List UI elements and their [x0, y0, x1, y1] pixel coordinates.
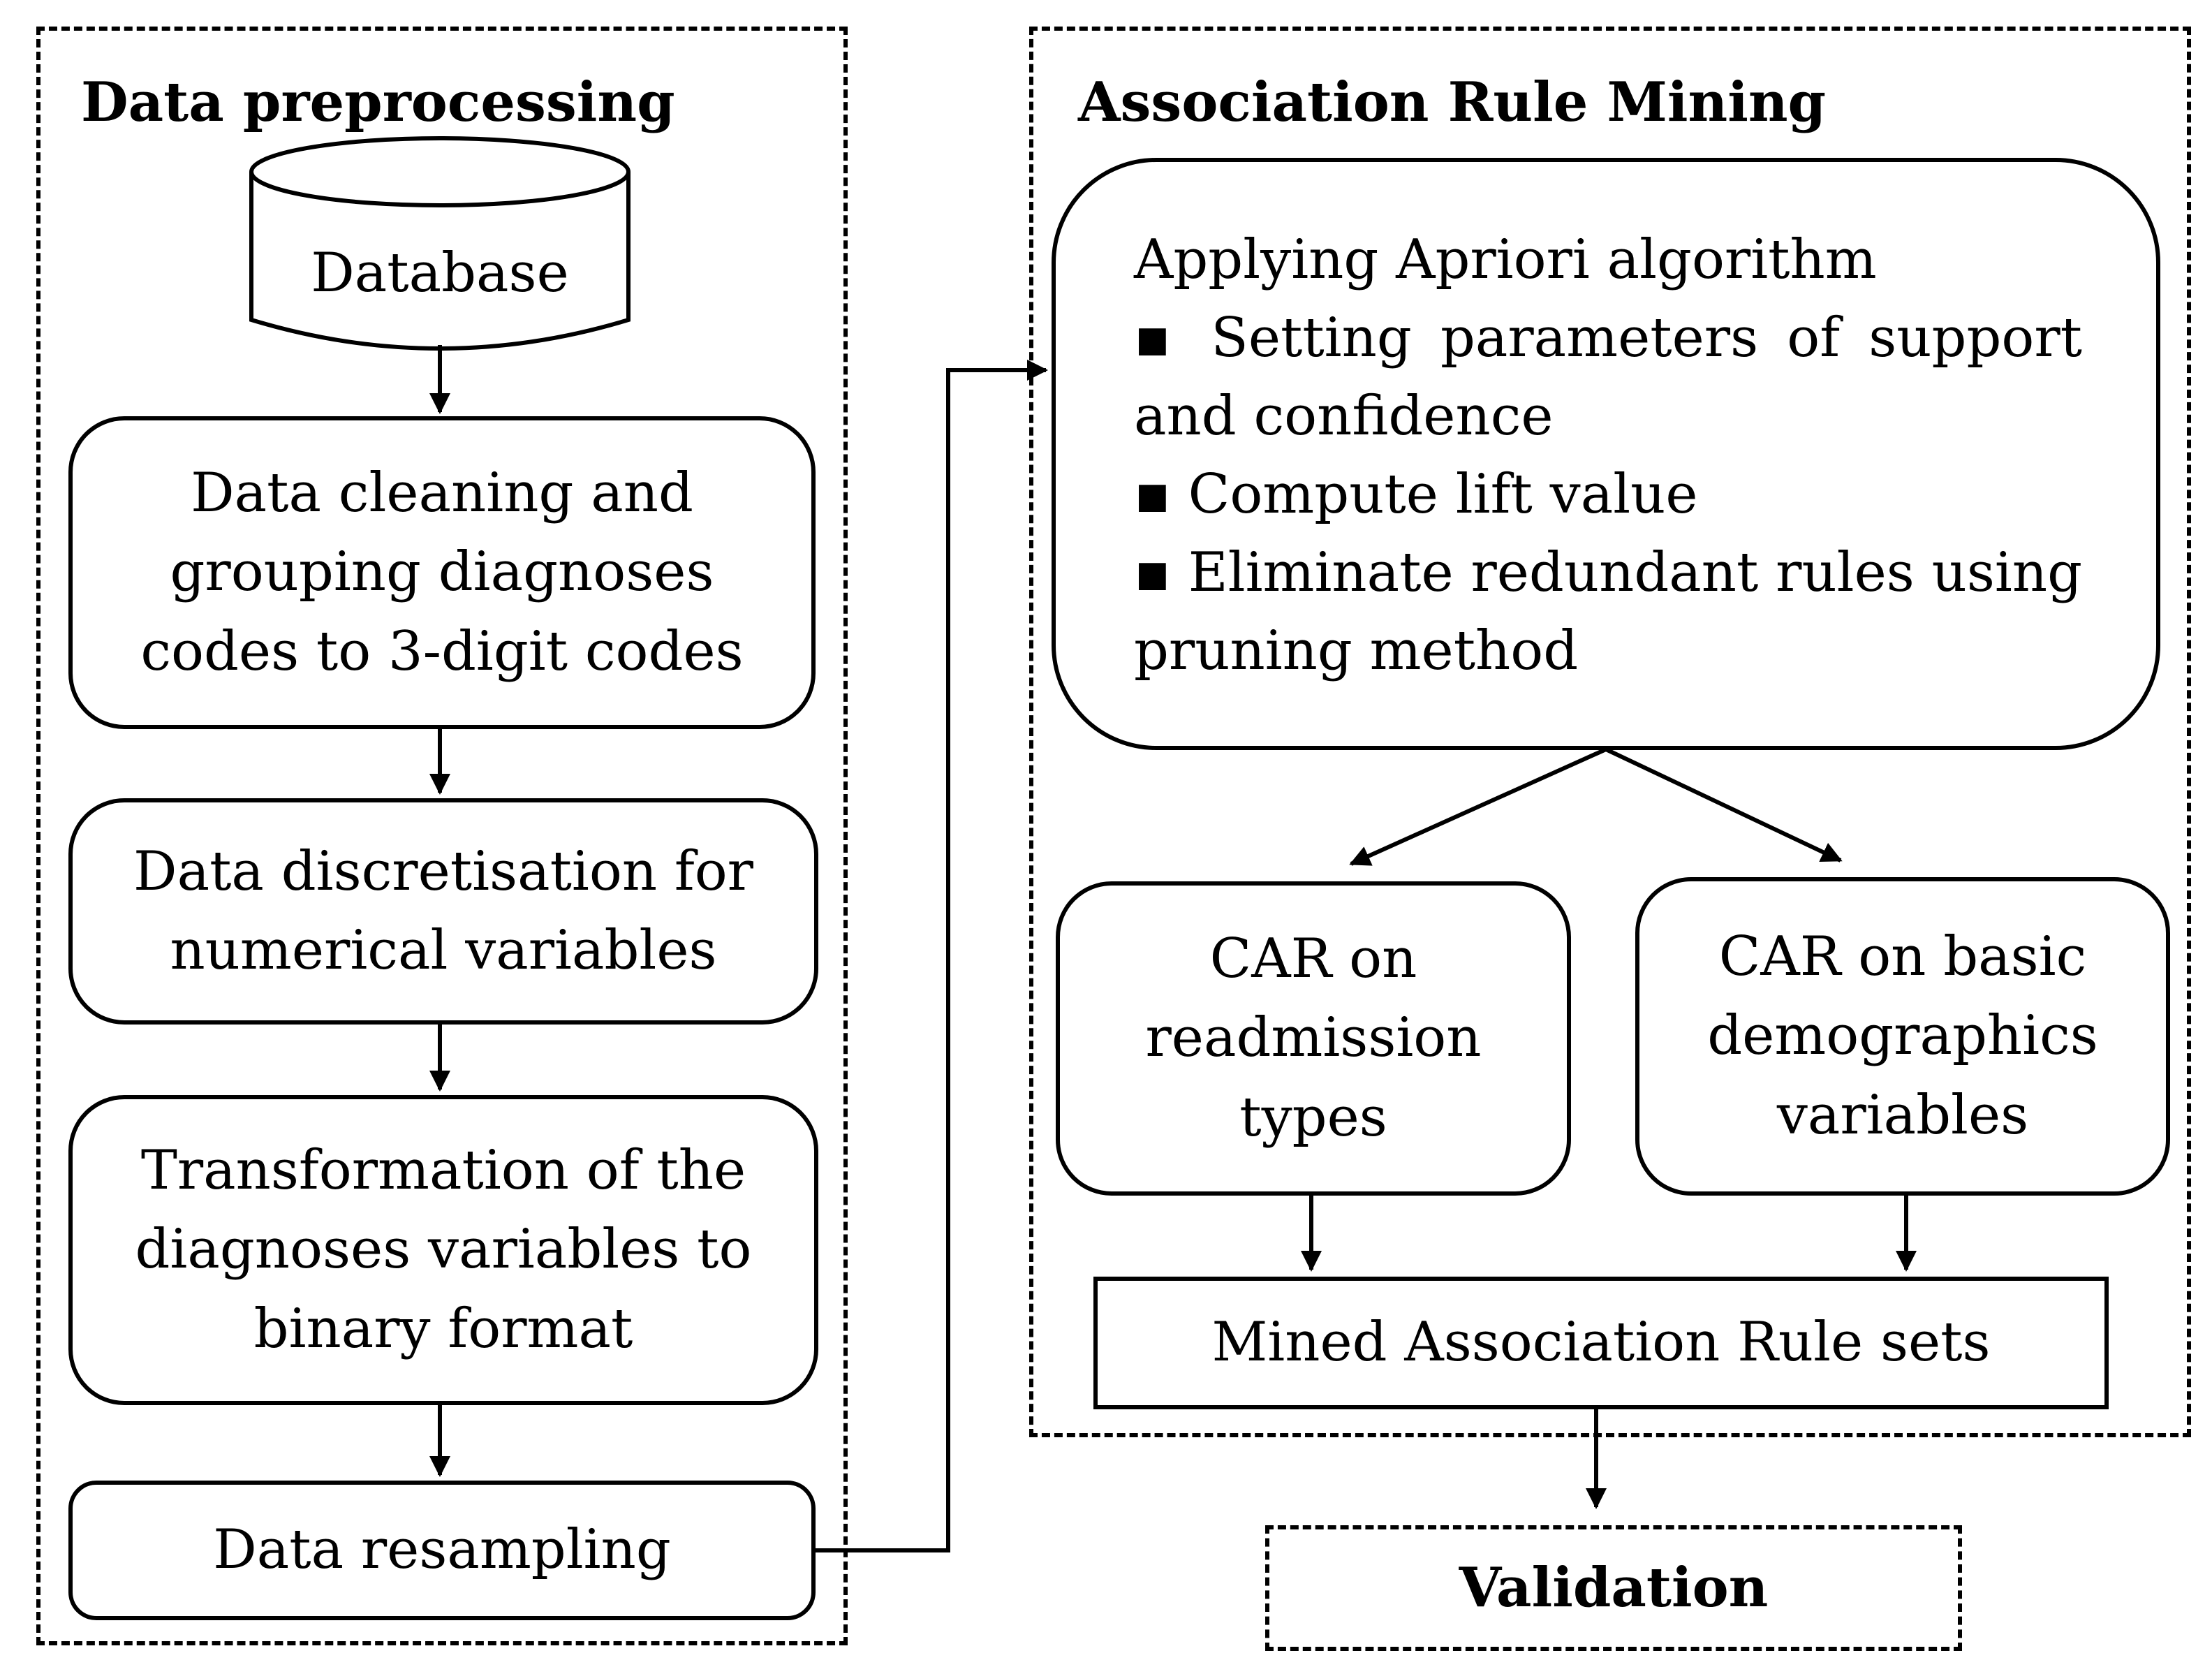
node-car-readmission-line-2: readmission	[1145, 1006, 1482, 1070]
node-data-resampling-label: Data resampling	[213, 1518, 671, 1582]
apriori-heading: Applying Apriori algorithm	[1134, 228, 1877, 291]
node-validation-label: Validation	[1459, 1556, 1769, 1620]
node-car-readmission-types: CAR on readmission types	[1056, 881, 1571, 1196]
node-data-discretisation-line-1: Data discretisation for	[133, 839, 753, 903]
arrow-apriori-to-car-demographics	[1605, 747, 1843, 862]
node-transformation-line-2: diagnoses variables to	[135, 1218, 752, 1282]
node-data-cleaning-line-1: Data cleaning and	[191, 462, 693, 525]
node-transformation-line-1: Transformation of the	[140, 1139, 746, 1203]
node-apriori-algorithm: Applying Apriori algorithm ▪ Setting par…	[1052, 158, 2160, 750]
node-car-demographics-line-3: variables	[1776, 1083, 2029, 1147]
node-transformation-line-3: binary format	[253, 1297, 633, 1360]
node-data-discretisation-line-2: numerical variables	[170, 919, 717, 982]
database-label: Database	[311, 242, 569, 304]
node-transformation: Transformation of the diagnoses variable…	[68, 1095, 818, 1405]
node-data-cleaning: Data cleaning and grouping diagnoses cod…	[68, 416, 816, 729]
node-data-discretisation: Data discretisation for numerical variab…	[68, 798, 818, 1025]
arrow-apriori-to-car-readmission	[1349, 747, 1607, 866]
group-title-mining: Association Rule Mining	[1078, 71, 1827, 134]
apriori-bullet-pruning: ▪ Eliminate redundant rules using prunin…	[1134, 541, 2082, 682]
node-data-cleaning-line-3: codes to 3-digit codes	[140, 619, 744, 683]
node-data-cleaning-line-2: grouping diagnoses	[170, 541, 714, 604]
group-data-preprocessing	[36, 27, 848, 1645]
node-mined-association-rule-sets: Mined Association Rule sets	[1093, 1277, 2109, 1409]
node-validation: Validation	[1265, 1525, 1962, 1651]
group-association-rule-mining	[1029, 27, 2191, 1437]
node-car-demographics-variables: CAR on basic demographics variables	[1635, 877, 2170, 1196]
apriori-bullet-lift: ▪ Compute lift value	[1134, 463, 1698, 526]
group-title-preprocessing: Data preprocessing	[81, 71, 675, 134]
node-car-demographics-line-2: demographics	[1707, 1004, 2098, 1068]
node-car-demographics-line-1: CAR on basic	[1718, 925, 2087, 989]
node-car-readmission-line-3: types	[1239, 1085, 1387, 1149]
node-mined-rules-label: Mined Association Rule sets	[1211, 1311, 1991, 1374]
apriori-bullet-support-confidence: ▪ Setting parameters of support and conf…	[1134, 307, 2082, 448]
node-car-readmission-line-1: CAR on	[1209, 927, 1417, 991]
node-data-resampling: Data resampling	[68, 1481, 816, 1620]
arrow-resampling-to-apriori	[816, 360, 1048, 1552]
database-cylinder-icon	[249, 136, 631, 351]
